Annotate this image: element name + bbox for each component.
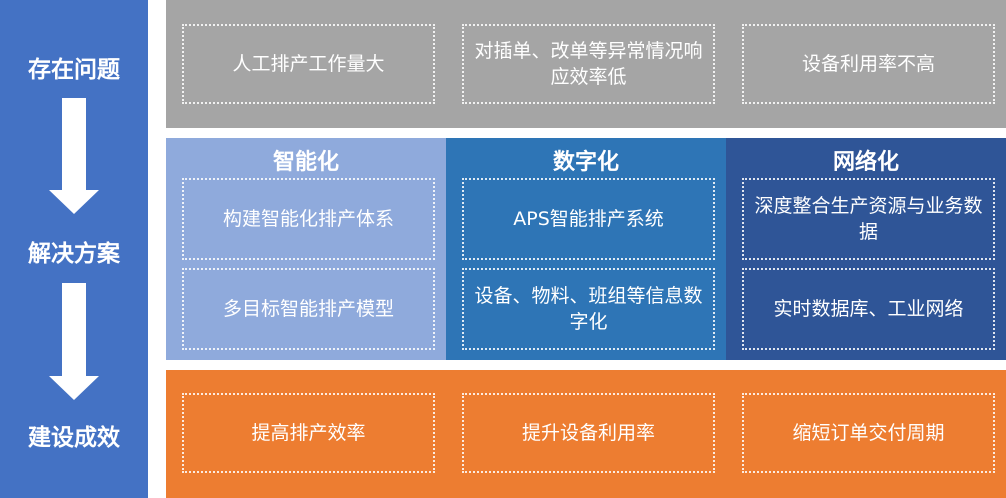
solution-box: APS智能排产系统: [462, 178, 715, 260]
stage-results-label: 建设成效: [28, 425, 120, 451]
result-box: 提高排产效率: [182, 393, 435, 473]
result-box: 缩短订单交付周期: [742, 393, 995, 473]
problem-box: 设备利用率不高: [742, 24, 995, 104]
stage-problems-label: 存在问题: [28, 57, 120, 83]
solution-column-digital: 数字化 APS智能排产系统 设备、物料、班组等信息数字化: [446, 138, 726, 360]
stage-sidebar: 存在问题 解决方案 建设成效: [0, 0, 148, 498]
solution-box: 深度整合生产资源与业务数据: [742, 178, 995, 260]
problem-box: 人工排产工作量大: [182, 24, 435, 104]
column-title: 网络化: [832, 150, 899, 175]
solution-column-network: 网络化 深度整合生产资源与业务数据 实时数据库、工业网络: [726, 138, 1006, 360]
column-title: 智能化: [272, 150, 339, 175]
stage-solutions-label: 解决方案: [28, 241, 120, 267]
result-box: 提升设备利用率: [462, 393, 715, 473]
results-band: 提高排产效率 提升设备利用率 缩短订单交付周期: [166, 370, 1006, 498]
solution-box: 多目标智能排产模型: [182, 268, 435, 350]
solution-box: 设备、物料、班组等信息数字化: [462, 268, 715, 350]
down-arrow-icon: [49, 283, 99, 400]
solution-column-intelligent: 智能化 构建智能化排产体系 多目标智能排产模型: [166, 138, 446, 360]
solution-box: 实时数据库、工业网络: [742, 268, 995, 350]
column-title: 数字化: [552, 150, 619, 175]
down-arrow-icon: [49, 98, 99, 214]
problems-band: 人工排产工作量大 对插单、改单等异常情况响应效率低 设备利用率不高: [166, 0, 1006, 128]
problem-box: 对插单、改单等异常情况响应效率低: [462, 24, 715, 104]
solution-box: 构建智能化排产体系: [182, 178, 435, 260]
